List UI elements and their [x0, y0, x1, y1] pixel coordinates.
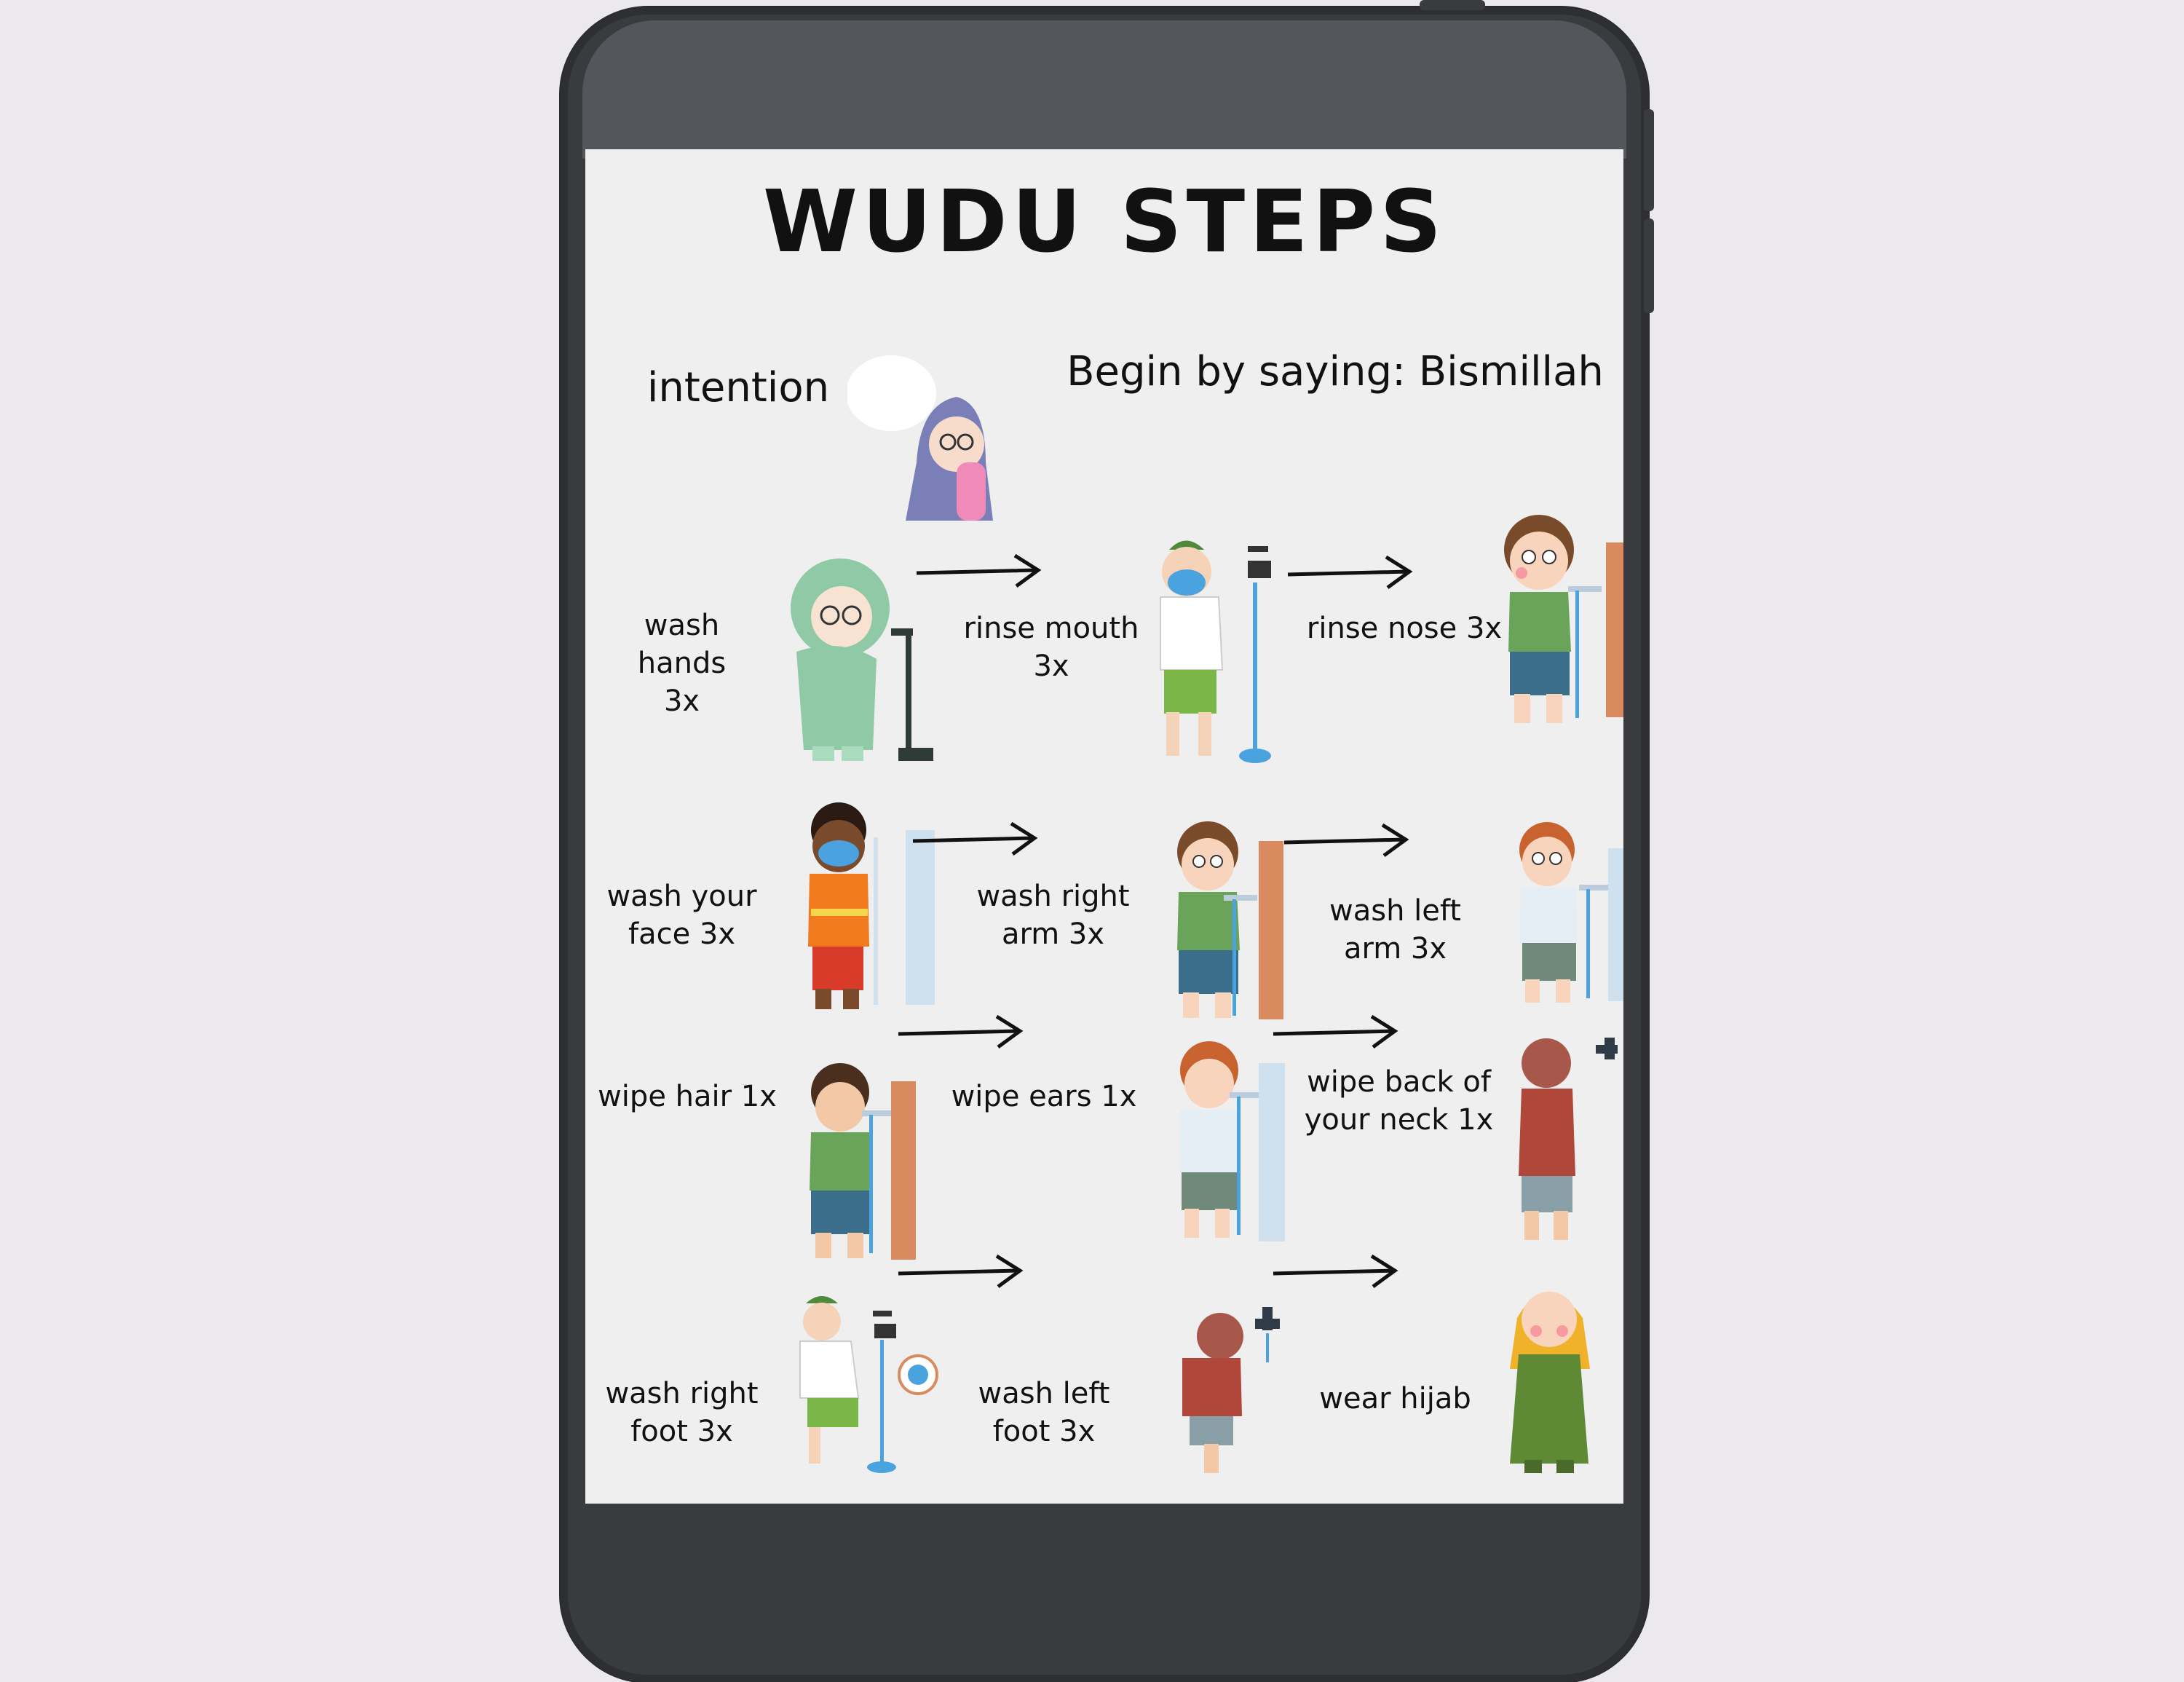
volume-up-button	[1644, 109, 1654, 211]
arrow-right-icon	[916, 553, 1042, 588]
arrow-right-icon	[898, 1254, 1024, 1289]
step-wipe-hair: wipe hair 1x	[598, 1080, 777, 1113]
wash-right-foot-figure	[799, 1296, 938, 1473]
arrow-right-icon	[1273, 1014, 1398, 1049]
wipe-neck-figure	[1519, 1038, 1618, 1240]
power-button	[1420, 0, 1485, 10]
arrow-right-icon	[898, 1014, 1024, 1049]
step-rinse-nose: rinse nose 3x	[1306, 612, 1503, 645]
wash-left-foot-figure	[1182, 1307, 1280, 1473]
arrow-right-icon	[1283, 823, 1409, 858]
intention-label: intention	[646, 364, 830, 411]
volume-down-button	[1644, 218, 1654, 313]
thought-bubble-icon	[847, 355, 936, 431]
arrow-right-icon	[1287, 555, 1413, 590]
thinking-girl-figure	[847, 355, 993, 521]
wash-left-arm-figure	[1519, 822, 1623, 1003]
wash-hands-figure	[791, 558, 933, 761]
step-wear-hijab: wear hijab	[1319, 1382, 1471, 1416]
tablet-screen: WUDU STEPS intention Begin by saying: Bi…	[585, 149, 1623, 1504]
bismillah-label: Begin by saying: Bismillah	[1067, 348, 1604, 395]
arrow-right-icon	[1273, 1254, 1398, 1289]
wash-face-figure	[808, 802, 935, 1009]
step-wipe-ears: wipe ears 1x	[951, 1080, 1137, 1113]
wash-right-arm-figure	[1177, 821, 1283, 1019]
tablet-top-bezel	[582, 20, 1626, 159]
wipe-hair-figure	[810, 1063, 916, 1260]
rinse-nose-figure	[1504, 515, 1623, 723]
rinse-mouth-figure	[1160, 540, 1271, 763]
wipe-ears-figure	[1179, 1041, 1285, 1241]
wear-hijab-figure	[1510, 1292, 1590, 1473]
arrow-right-icon	[912, 821, 1038, 856]
page-title: WUDU STEPS	[762, 171, 1447, 272]
faucet-icon	[906, 630, 911, 754]
